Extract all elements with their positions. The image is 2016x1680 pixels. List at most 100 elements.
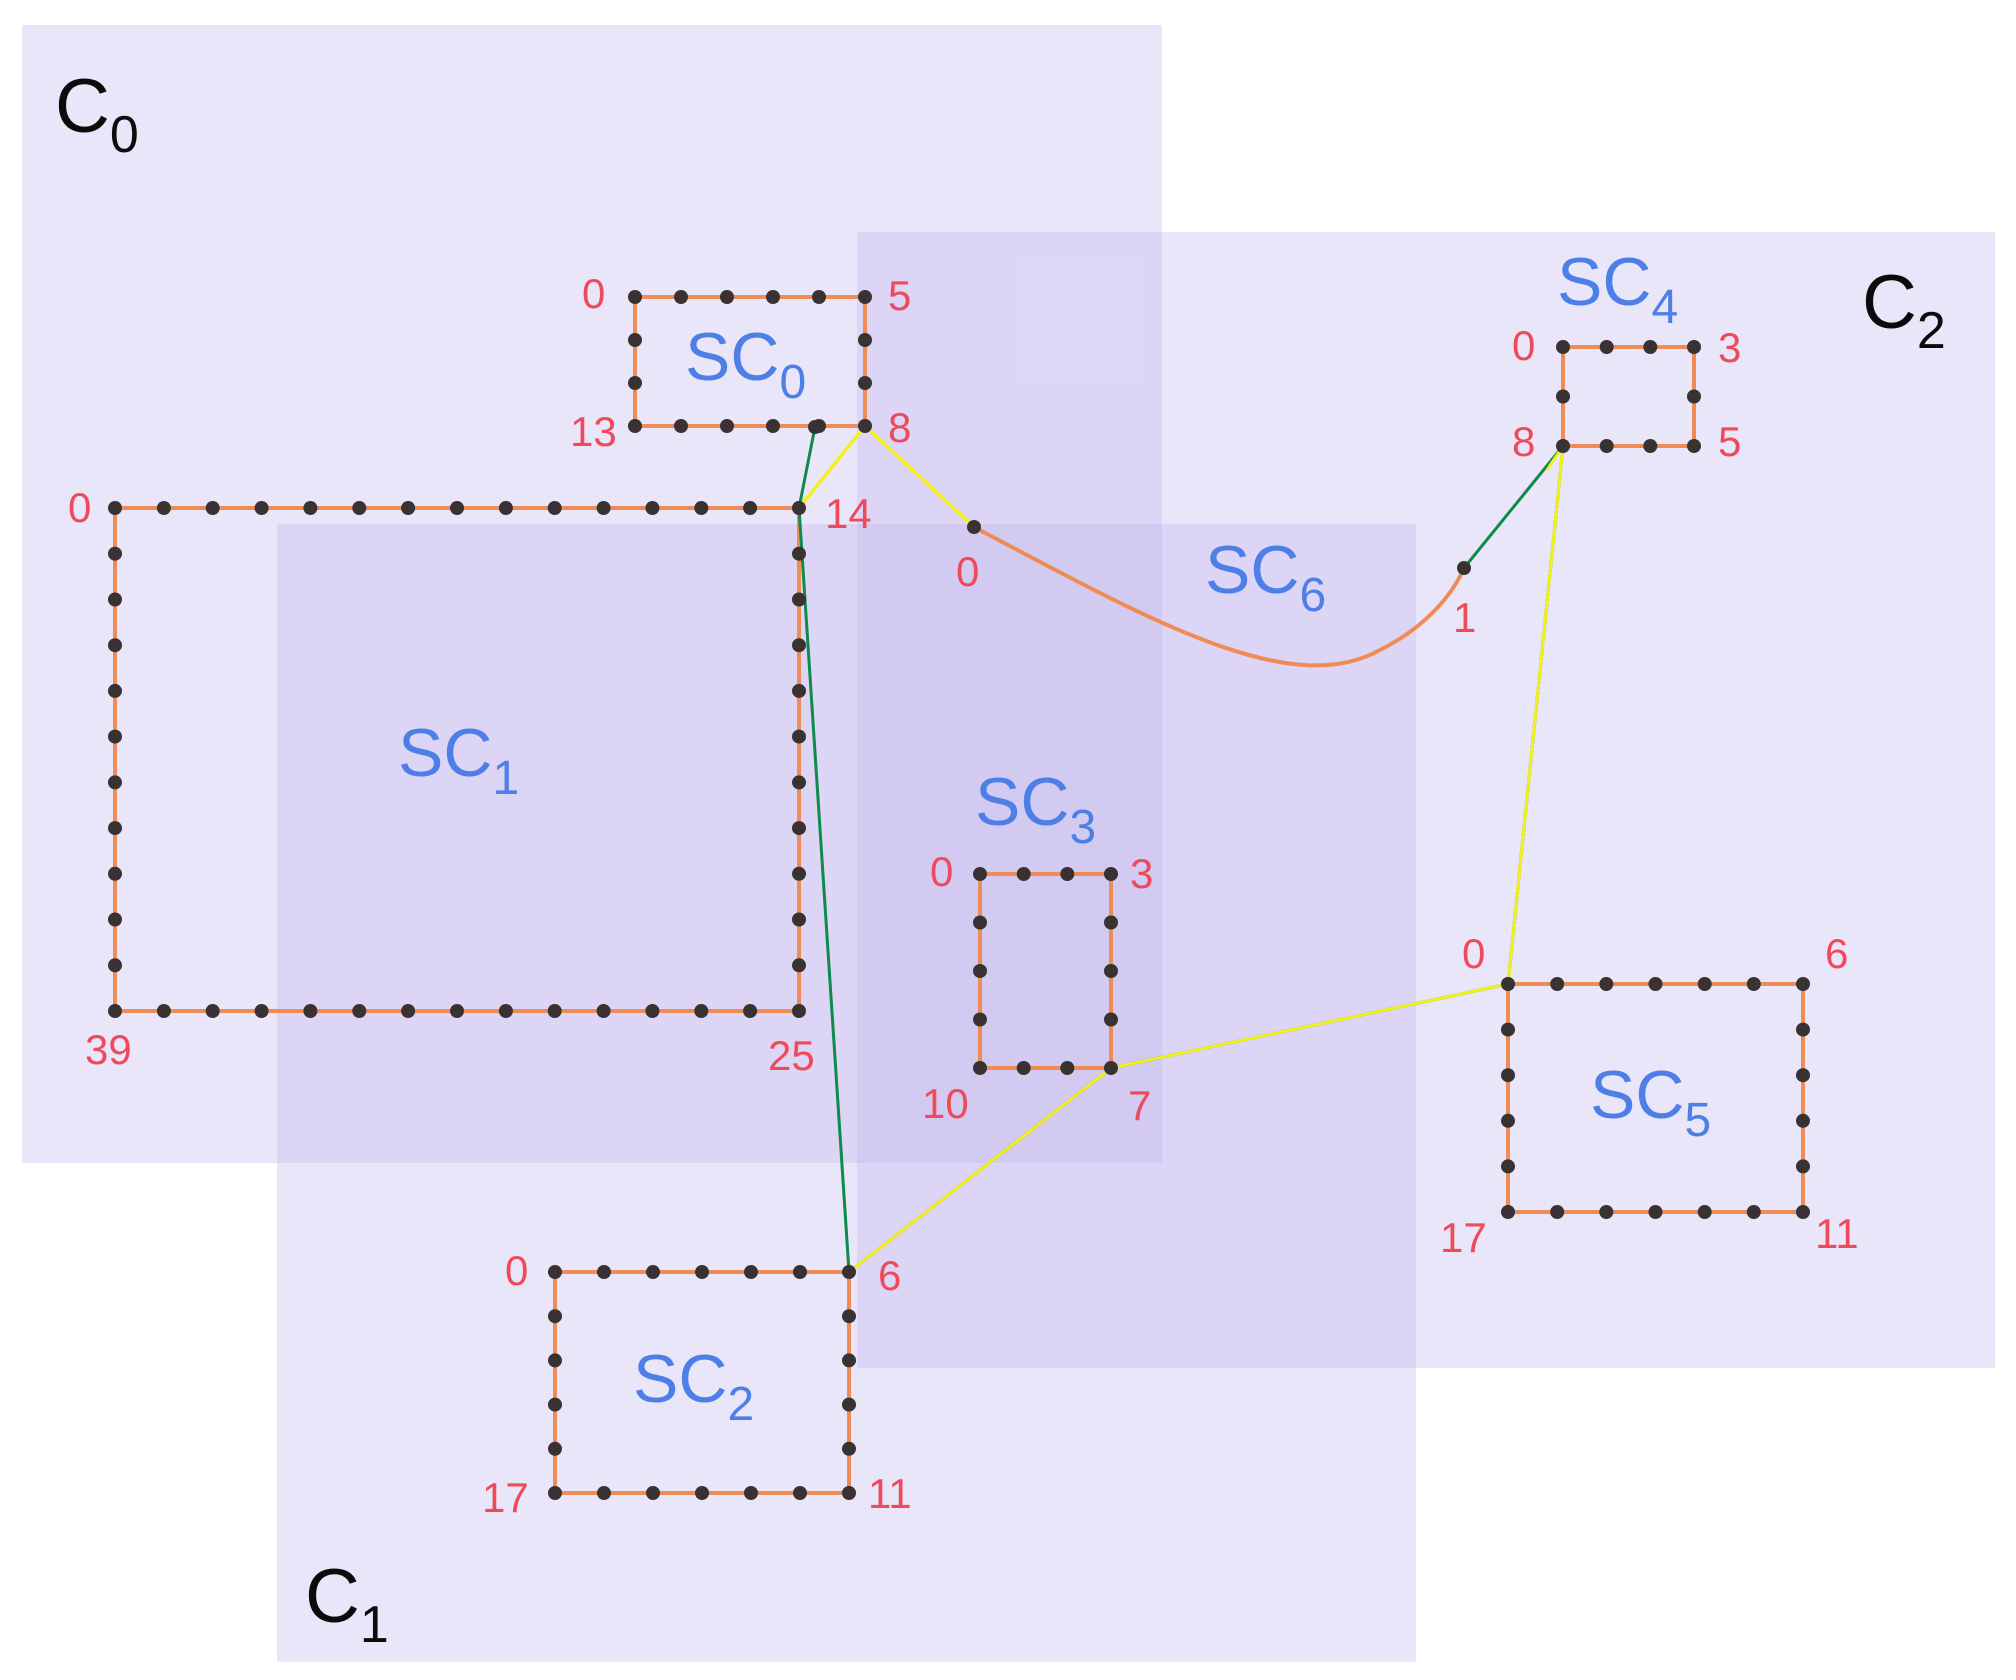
index-label: 8 <box>888 404 911 451</box>
sc2-node <box>695 1265 709 1279</box>
sc6-node <box>1457 561 1471 575</box>
index-label: 0 <box>505 1247 528 1294</box>
sc1-node <box>401 1004 416 1018</box>
sc2-node <box>842 1397 856 1412</box>
sc1-node <box>205 501 220 515</box>
index-label: 39 <box>85 1026 132 1073</box>
sc4-node <box>1556 340 1570 354</box>
sc0-node <box>674 290 688 304</box>
sc2-node <box>793 1486 807 1500</box>
index-label: 11 <box>868 1470 912 1517</box>
sc1-node <box>743 1004 758 1018</box>
sc1-node <box>108 1004 122 1018</box>
sc4-node <box>1556 389 1570 404</box>
sc2-node <box>842 1353 856 1368</box>
sc2-node <box>597 1265 611 1279</box>
sc5-node <box>1746 1205 1761 1219</box>
index-label: 0 <box>1462 930 1485 977</box>
sc2-node <box>842 1309 856 1324</box>
sc6-node <box>967 520 981 534</box>
sc1-node <box>254 1004 269 1018</box>
sc5-node <box>1501 1113 1515 1128</box>
sc1-node <box>792 638 806 653</box>
sc1-node <box>547 501 562 515</box>
sc1-node <box>205 1004 220 1018</box>
sc1-node <box>498 1004 513 1018</box>
index-label: 3 <box>1718 324 1741 371</box>
sc5-node <box>1796 1113 1810 1128</box>
index-label: 0 <box>1512 322 1535 369</box>
sc1-node <box>792 501 806 515</box>
sc2-node <box>548 1397 562 1412</box>
index-label: 10 <box>922 1080 969 1127</box>
sc1-node <box>498 501 513 515</box>
sc1-node <box>401 501 416 515</box>
sc0-node <box>628 419 642 433</box>
sc5-node <box>1796 1205 1810 1219</box>
sc1-node <box>108 729 122 744</box>
sc3-node <box>973 915 987 930</box>
sc5-node <box>1796 1159 1810 1174</box>
sc1-node <box>792 683 806 698</box>
sc1-node <box>108 592 122 607</box>
sc3-node <box>973 1061 987 1075</box>
index-label: 25 <box>768 1032 815 1079</box>
sc4-node <box>1599 340 1614 354</box>
sc4-node <box>1599 439 1614 453</box>
sc4-node <box>1687 389 1701 404</box>
region-labels: C0 C1 C2 <box>55 64 1946 1654</box>
sc5-node <box>1648 977 1663 991</box>
sc1-node <box>792 866 806 881</box>
sc0-node <box>628 333 642 347</box>
index-label: 8 <box>1512 418 1535 465</box>
sc0-node <box>628 376 642 390</box>
sc0-node <box>808 420 822 434</box>
sc0-node <box>858 419 872 433</box>
sc1-node <box>645 1004 660 1018</box>
sc4-node <box>1687 340 1701 354</box>
sc2-node <box>793 1265 807 1279</box>
subcell-label-sc5: SC5 <box>1590 1057 1711 1147</box>
sc1-node <box>352 501 367 515</box>
sc3-node <box>1060 867 1075 881</box>
sc5-node <box>1796 1022 1810 1037</box>
sc1-node <box>108 912 122 927</box>
sc1-node <box>792 729 806 744</box>
sc2-node <box>842 1265 856 1279</box>
region-c2 <box>857 232 1995 1368</box>
sc0-node <box>674 419 688 433</box>
sc4-node <box>1643 439 1658 453</box>
index-label: 7 <box>1128 1082 1151 1129</box>
index-label: 0 <box>956 548 979 595</box>
sc2-node <box>548 1441 562 1456</box>
sc1-node <box>547 1004 562 1018</box>
sc0-node <box>858 333 872 347</box>
index-label: 0 <box>68 484 91 531</box>
region-label-c0: C0 <box>55 64 139 164</box>
sc1-node <box>694 1004 709 1018</box>
sc1-node <box>743 501 758 515</box>
sc1-node <box>156 1004 171 1018</box>
region-c1 <box>277 524 1416 1662</box>
sc3-node <box>1104 1012 1118 1027</box>
sc1-node <box>254 501 269 515</box>
sc1-node <box>792 1004 806 1018</box>
sc1-node <box>108 638 122 653</box>
sc5-node <box>1599 1205 1614 1219</box>
sc1-node <box>792 775 806 790</box>
sc3-node <box>973 1012 987 1027</box>
subcell-label-sc6: SC6 <box>1205 532 1326 622</box>
sc1-node <box>792 546 806 561</box>
sc5-node <box>1501 1205 1515 1219</box>
index-label: 0 <box>582 270 605 317</box>
sc2-node <box>842 1441 856 1456</box>
sc3-node <box>1104 964 1118 978</box>
sc5-node <box>1697 1205 1712 1219</box>
index-labels: 0 5 8 13 0 14 25 39 0 6 11 17 0 3 7 10 0… <box>68 270 1859 1521</box>
sc1-node <box>792 912 806 927</box>
sc1-node <box>108 546 122 561</box>
subcell-label-sc3: SC3 <box>975 764 1096 854</box>
sc1-node <box>450 1004 464 1018</box>
index-label: 6 <box>1825 930 1848 977</box>
subcell-labels: SC0 SC1 SC2 SC3 SC4 SC5 SC6 <box>398 244 1711 1431</box>
